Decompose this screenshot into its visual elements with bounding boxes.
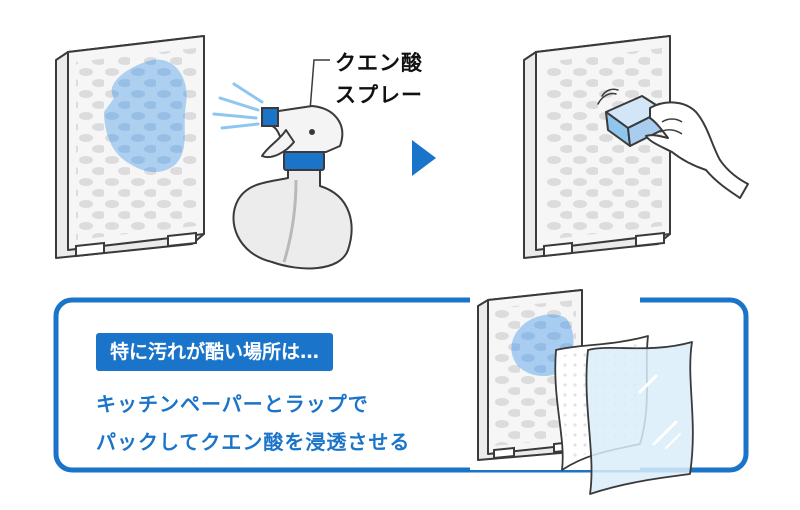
hand-icon xyxy=(645,101,749,199)
spray-bottle-icon xyxy=(232,59,353,270)
whiteboard-stained-icon xyxy=(55,35,205,259)
plastic-wrap-icon xyxy=(585,341,694,495)
tip-text-line1: キッチンペーパーとラップで xyxy=(96,392,369,416)
spray-label-line1: クエン酸 xyxy=(335,51,423,75)
tip-text-line2: パックしてクエン酸を浸透させる xyxy=(96,430,411,454)
scrub-marks-icon xyxy=(597,88,619,105)
tip-badge: 特に汚れが酷い場所は… xyxy=(96,333,334,371)
spray-label: クエン酸 スプレー xyxy=(335,47,423,111)
spray-label-line2: スプレー xyxy=(335,83,423,107)
tip-text: キッチンペーパーとラップで パックしてクエン酸を浸透させる xyxy=(96,385,410,461)
whiteboard-clean-icon xyxy=(523,35,671,259)
arrow-right-icon xyxy=(412,140,436,176)
spray-mist-icon xyxy=(212,82,264,130)
